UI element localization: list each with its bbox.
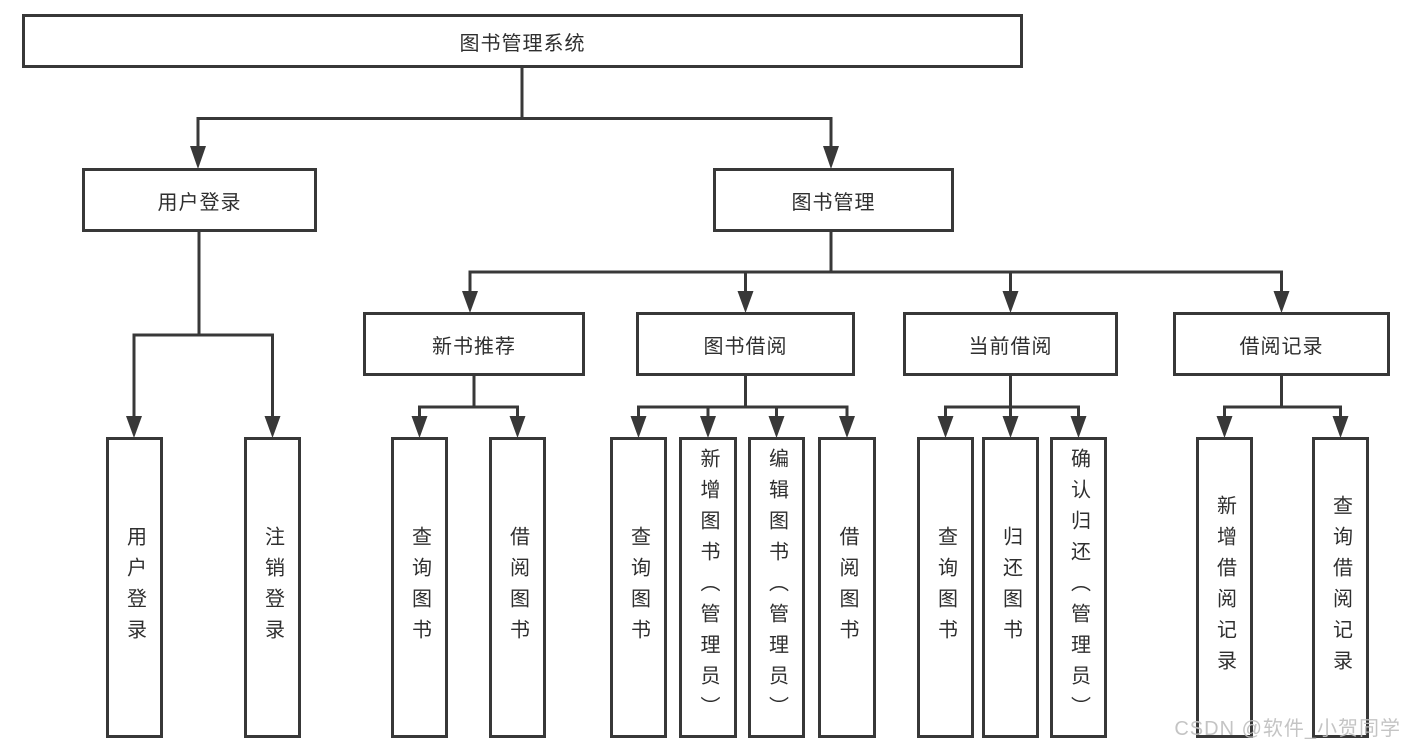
leaf-user-login-label: 用户登录: [123, 525, 146, 650]
node-current-borrow: 当前借阅: [903, 312, 1118, 376]
node-root-system: 图书管理系统: [22, 14, 1023, 68]
leaf-logout-login: 注销登录: [244, 437, 301, 738]
node-root-system-label: 图书管理系统: [459, 32, 586, 55]
leaf-add-borrow-record: 新增借阅记录: [1196, 437, 1253, 738]
leaf-add-book-admin-label: 新增图书（管理员）: [697, 448, 719, 727]
node-new-book-recommend-label: 新书推荐: [432, 335, 516, 358]
node-new-book-recommend: 新书推荐: [363, 312, 585, 376]
leaf-query-book-current: 查询图书: [917, 437, 974, 738]
leaf-confirm-return-admin: 确认归还（管理员）: [1050, 437, 1107, 738]
leaf-user-login: 用户登录: [106, 437, 163, 738]
csdn-watermark: CSDN @软件_小贺同学: [1174, 718, 1401, 740]
leaf-borrow-book-label: 借阅图书: [836, 525, 858, 650]
node-current-borrow-label: 当前借阅: [968, 335, 1053, 358]
node-book-management: 图书管理: [713, 168, 954, 232]
leaf-borrow-book-recommend-label: 借阅图书: [506, 525, 529, 650]
node-user-login: 用户登录: [82, 168, 317, 232]
node-user-login-label: 用户登录: [157, 191, 242, 214]
leaf-add-borrow-record-label: 新增借阅记录: [1213, 494, 1236, 681]
leaf-return-book-label: 归还图书: [999, 525, 1022, 650]
leaf-add-book-admin: 新增图书（管理员）: [679, 437, 737, 738]
node-book-borrow: 图书借阅: [636, 312, 855, 376]
leaf-edit-book-admin-label: 编辑图书（管理员）: [765, 448, 788, 727]
leaf-logout-login-label: 注销登录: [261, 525, 284, 650]
leaf-query-borrow-record-label: 查询借阅记录: [1329, 494, 1352, 681]
node-borrow-record: 借阅记录: [1173, 312, 1390, 376]
leaf-confirm-return-admin-label: 确认归还（管理员）: [1067, 448, 1090, 727]
leaf-query-book-recommend: 查询图书: [391, 437, 448, 738]
leaf-edit-book-admin: 编辑图书（管理员）: [748, 437, 805, 738]
leaf-return-book: 归还图书: [982, 437, 1039, 738]
leaf-borrow-book: 借阅图书: [818, 437, 876, 738]
leaf-borrow-book-recommend: 借阅图书: [489, 437, 546, 738]
leaf-query-book-borrow: 查询图书: [610, 437, 667, 738]
node-borrow-record-label: 借阅记录: [1239, 335, 1324, 358]
node-book-borrow-label: 图书借阅: [703, 335, 788, 358]
leaf-query-book-borrow-label: 查询图书: [627, 525, 650, 650]
leaf-query-book-current-label: 查询图书: [934, 525, 957, 650]
node-book-management-label: 图书管理: [791, 191, 876, 214]
leaf-query-book-recommend-label: 查询图书: [408, 525, 431, 650]
leaf-query-borrow-record: 查询借阅记录: [1312, 437, 1369, 738]
